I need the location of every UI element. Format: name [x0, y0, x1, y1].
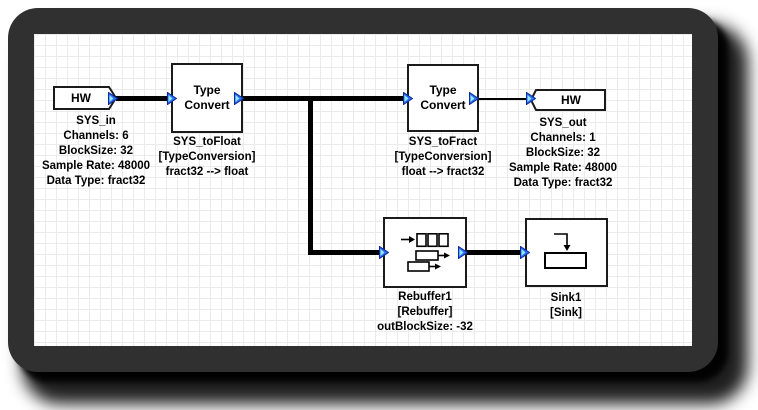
port-icon-hwout-in[interactable]	[526, 92, 536, 105]
block-sys-tofloat[interactable]: Type Convert	[171, 63, 243, 133]
wire-tofloat-to-tofract[interactable]	[243, 96, 407, 101]
port-icon-hwin-out[interactable]	[108, 92, 118, 105]
port-icon-tofloat-out[interactable]	[234, 92, 244, 105]
tofloat-label: SYS_toFloat [TypeConversion] fract32 -->…	[158, 136, 256, 178]
diagram-window-frame: HW SYS_in Channels: 6 BlockSize: 32 Samp…	[8, 8, 718, 372]
block-rebuffer[interactable]	[383, 217, 467, 288]
port-icon-tofract-in[interactable]	[403, 92, 413, 105]
port-icon-rebuffer-in[interactable]	[379, 246, 389, 259]
hw-input-title: HW	[71, 91, 91, 105]
sink-label: Sink1 [Sink]	[550, 292, 582, 319]
wire-rebuffer-to-sink[interactable]	[466, 250, 525, 255]
wire-branch-vertical[interactable]	[308, 96, 313, 255]
port-icon-rebuffer-out[interactable]	[458, 246, 468, 259]
wire-branch-to-rebuffer[interactable]	[308, 250, 383, 255]
port-icon-tofloat-in[interactable]	[167, 92, 177, 105]
rebuffer-icon	[401, 233, 450, 272]
schematic-canvas[interactable]: HW SYS_in Channels: 6 BlockSize: 32 Samp…	[34, 34, 692, 346]
hw-input-label: SYS_in Channels: 6 BlockSize: 32 Sample …	[41, 115, 151, 187]
hw-output-label: SYS_out Channels: 1 BlockSize: 32 Sample…	[508, 117, 618, 189]
tofloat-title: Type Convert	[184, 83, 230, 112]
tofract-label: SYS_toFract [TypeConversion] float --> f…	[394, 136, 492, 178]
wire-tofract-to-hwout[interactable]	[478, 98, 530, 100]
sink-icon	[544, 233, 587, 269]
block-sys-tofract[interactable]: Type Convert	[407, 64, 479, 132]
wire-hwin-to-tofloat[interactable]	[116, 96, 171, 101]
tofract-title: Type Convert	[420, 83, 466, 112]
hw-output-title: HW	[561, 93, 581, 107]
port-icon-tofract-out[interactable]	[469, 92, 479, 105]
rebuffer-label: Rebuffer1 [Rebuffer] outBlockSize: -32	[377, 291, 473, 333]
port-icon-sink-in[interactable]	[520, 246, 530, 259]
block-hw-output[interactable]: HW	[530, 89, 606, 111]
block-hw-input[interactable]: HW	[53, 86, 117, 110]
